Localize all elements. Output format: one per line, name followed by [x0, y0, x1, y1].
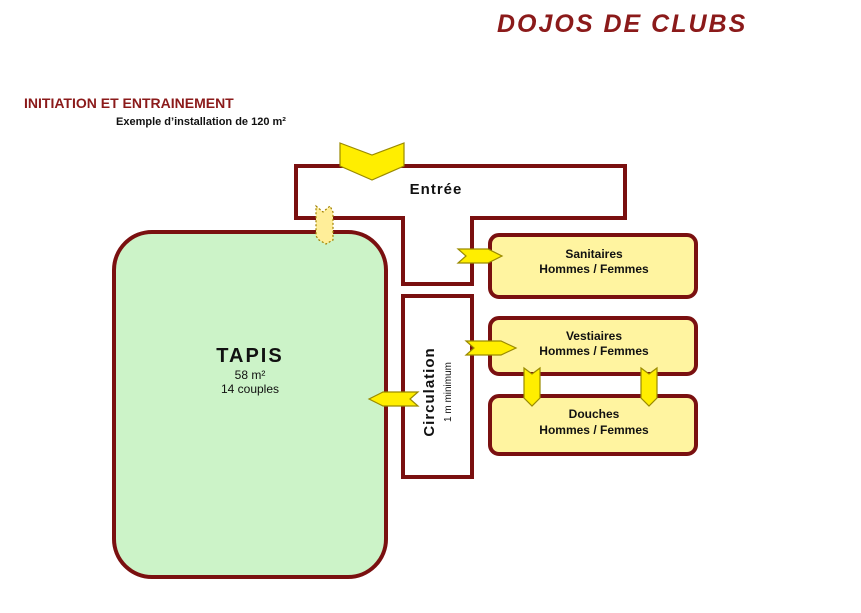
vestiaires-arrow — [464, 340, 518, 356]
room-douches-name: Douches — [569, 407, 620, 421]
douches-arrow-left — [523, 366, 541, 407]
room-sanitaires-detail: Hommes / Femmes — [539, 262, 649, 276]
tapis-area — [112, 230, 388, 579]
room-vestiaires-detail: Hommes / Femmes — [539, 344, 649, 358]
room-vestiaires-name: Vestiaires — [566, 329, 622, 343]
room-sanitaires-name: Sanitaires — [565, 247, 623, 261]
tapis-side-arrow — [367, 391, 420, 407]
sanitaires-arrow — [456, 248, 504, 264]
tapis-entry-arrow — [315, 204, 334, 245]
subtitle: Exemple d’installation de 120 m² — [116, 116, 286, 128]
tapis-area-label: 58 m² — [235, 368, 266, 382]
douches-arrow-right — [640, 366, 658, 407]
room-sanitaires — [488, 233, 698, 299]
room-douches-detail: Hommes / Femmes — [539, 423, 649, 437]
entrance-label: Entrée — [410, 181, 463, 198]
circulation-note: 1 m minimum — [443, 362, 454, 422]
tapis-title: TAPIS — [216, 345, 283, 367]
entrance-arrow — [339, 142, 405, 181]
tapis-couples-label: 14 couples — [221, 382, 279, 396]
page-title: DOJOS DE CLUBS — [497, 10, 748, 38]
section-title: INITIATION ET ENTRAINEMENT — [24, 95, 234, 111]
circulation-label: Circulation — [421, 347, 438, 436]
circulation-box — [401, 294, 474, 479]
room-douches — [488, 394, 698, 456]
